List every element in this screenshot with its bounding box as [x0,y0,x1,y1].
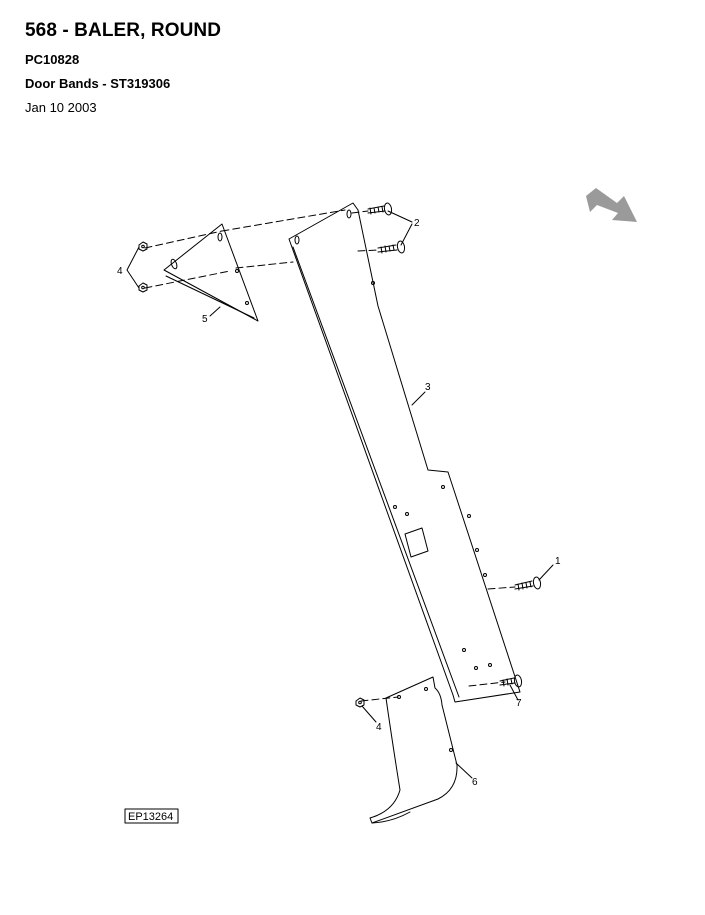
plate-part-5 [163,223,259,322]
bolt-part-7 [499,674,523,688]
nut-part-4-bottom [355,697,365,708]
leader-lines [126,210,554,779]
bolt-part-2-upper [367,202,393,216]
figure-id-text: EP13264 [128,811,173,823]
page-title: 568 - BALER, ROUND [25,20,222,41]
publish-date: Jan 10 2003 [25,100,97,115]
bolt-part-1 [514,576,542,591]
callout-4-bottom: 4 [376,722,382,733]
callout-7: 7 [516,698,522,709]
nut-part-4-upper [138,241,148,252]
catalog-code: PC10828 [25,52,80,67]
bolt-part-2-lower [377,240,406,254]
callout-5: 5 [202,314,208,325]
callout-4: 4 [117,266,123,277]
callout-2: 2 [414,218,420,229]
curved-plate-part-6 [369,676,458,824]
nut-part-4-lower [138,282,148,293]
arrow-right-down-icon[interactable] [586,188,637,222]
callout-6: 6 [472,777,478,788]
assembly-lines [144,209,516,702]
door-band-part-3 [288,202,521,703]
callout-3: 3 [425,382,431,393]
callout-1: 1 [555,556,561,567]
section-subtitle: Door Bands - ST319306 [25,76,171,91]
figure-id-label: EP13264 [124,808,179,824]
